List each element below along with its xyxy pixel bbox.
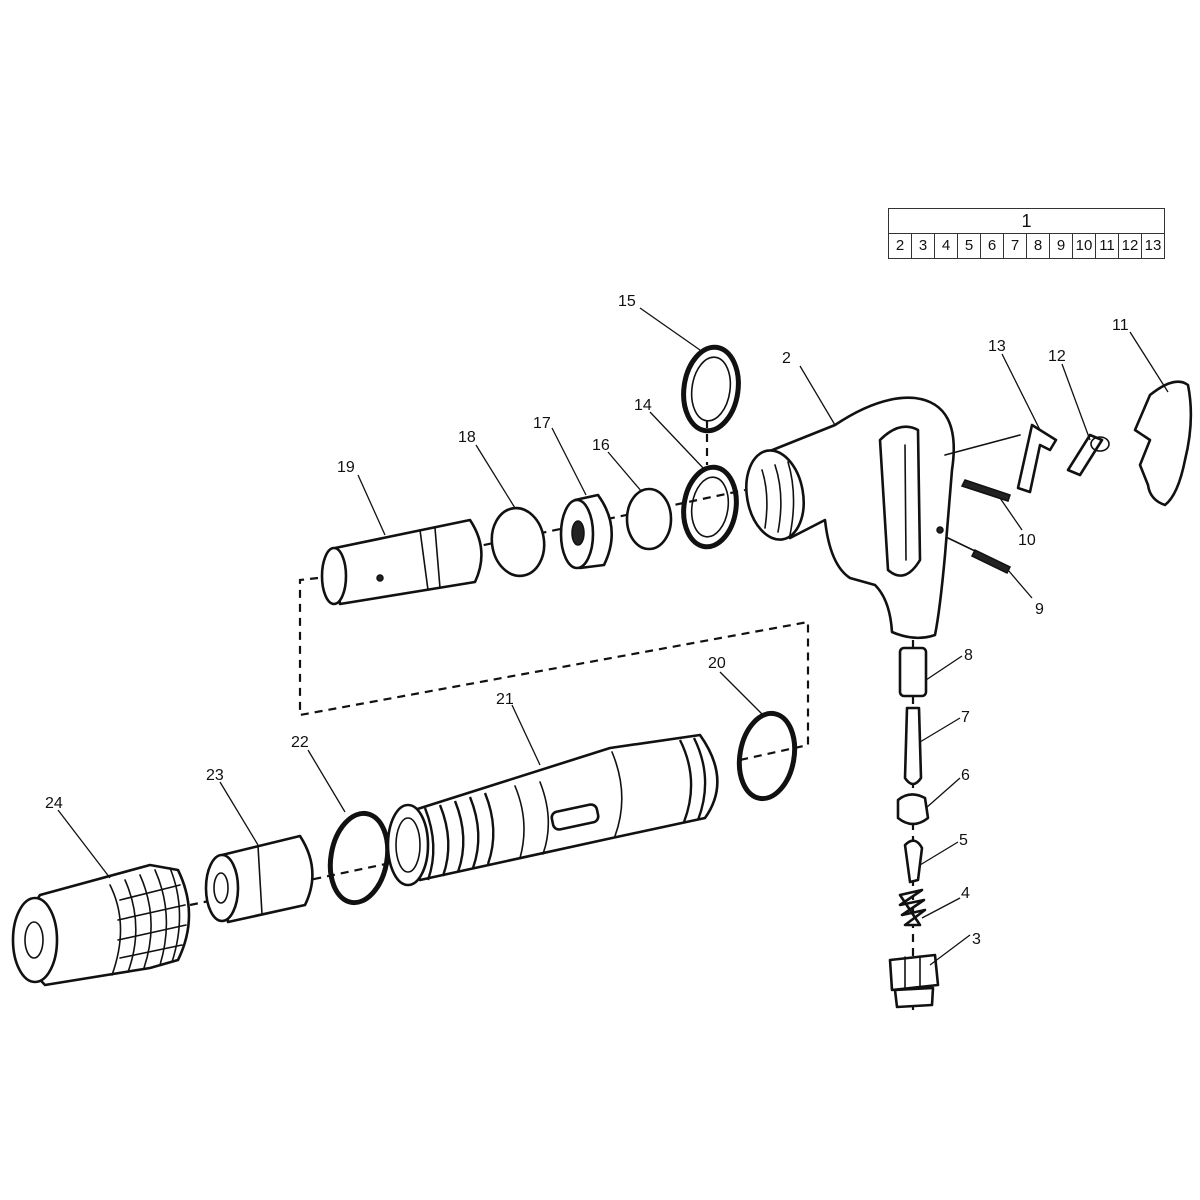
part-16-valve-cap [625,487,673,551]
part-17-valve-seat [559,493,614,570]
leader-15 [639,307,701,351]
callout-20: 20 [708,655,726,672]
leader-18 [475,444,516,509]
callout-12: 12 [1048,348,1066,365]
part-21-barrel [386,733,719,887]
leader-17 [551,427,587,496]
kit-table-cell: 5 [957,233,981,259]
part-10-pin [960,479,1011,502]
part-15-snap-ring [681,344,741,434]
kit-table-cell: 13 [1141,233,1165,259]
callout-18: 18 [458,429,476,446]
part-13-pin [1016,423,1058,494]
leader-16 [607,451,643,493]
part-9-pin [970,549,1012,574]
callout-2: 2 [782,350,791,367]
callout-21: 21 [496,691,514,708]
leader-14 [649,411,706,471]
assembly-guide-line [298,576,810,762]
callout-19: 19 [337,459,355,476]
callout-22: 22 [291,734,309,751]
callout-11: 11 [1112,317,1129,334]
part-18-valve-disc [490,506,546,578]
part-19-piston [320,518,483,606]
callout-7: 7 [961,709,970,726]
kit-table-cell: 8 [1026,233,1050,259]
callout-5: 5 [959,832,968,849]
kit-table-cell: 6 [980,233,1004,259]
callout-6: 6 [961,767,970,784]
pin-axis-9 [947,537,976,552]
part-14-washer [681,464,739,550]
callout-13: 13 [988,338,1006,355]
callout-9: 9 [1035,601,1044,618]
leader-2 [799,365,836,426]
leader-11 [1129,331,1169,393]
kit-table-cell: 4 [934,233,958,259]
leader-7 [919,717,961,743]
callout-14: 14 [634,397,652,414]
leader-5 [919,841,959,866]
part-7-valve-stem [903,706,923,786]
part-12-spring [1066,433,1110,477]
leader-22 [307,749,346,813]
callout-24: 24 [45,795,63,812]
leader-3 [929,934,971,966]
kit-table-cell: 10 [1072,233,1096,259]
callout-8: 8 [964,647,973,664]
part-11-trigger [1133,380,1193,507]
leader-20 [719,671,763,715]
part-24-retainer [11,863,191,987]
callout-10: 10 [1018,532,1036,549]
callout-16: 16 [592,437,610,454]
part-3-inlet-bushing [888,953,940,1009]
part-6-valve [896,793,930,826]
leader-8 [925,655,963,681]
part-22-o-ring [327,810,391,906]
leader-10 [999,497,1023,531]
leader-9 [1007,569,1033,599]
part-23-bushing [204,834,314,924]
callout-23: 23 [206,767,224,784]
kit-table-cell: 12 [1118,233,1142,259]
callout-4: 4 [961,885,970,902]
part-5-valve-insert [903,839,924,884]
callout-3: 3 [972,931,981,948]
part-20-o-ring [736,710,798,802]
leader-19 [357,474,386,536]
axis-line-lower [189,858,406,907]
part-4-valve-spring [898,888,927,927]
leader-23 [219,781,259,846]
leader-13 [1001,353,1041,431]
leader-6 [925,777,961,809]
kit-table-cell: 3 [911,233,935,259]
callout-17: 17 [533,415,551,432]
callout-15: 15 [618,293,636,310]
leader-21 [511,704,541,766]
part-8-valve-bushing [898,646,928,698]
pin-axis-10 [944,434,1021,456]
kit-table-cell: 7 [1003,233,1027,259]
leader-12 [1061,363,1091,441]
leader-24 [57,809,111,879]
part-2-handle [745,396,956,640]
leader-4 [921,897,961,919]
kit-table-cell: 11 [1095,233,1119,259]
